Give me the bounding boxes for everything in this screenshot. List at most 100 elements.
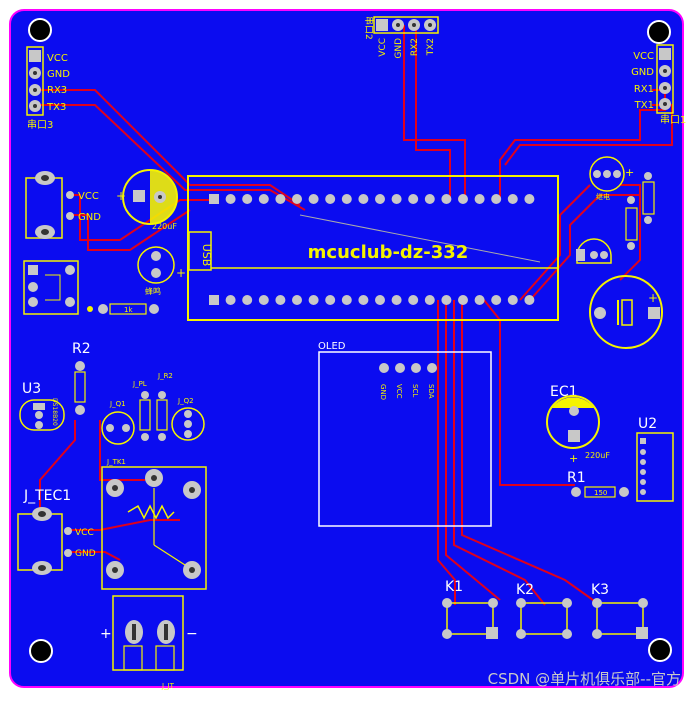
r2-resistor: [74, 361, 86, 415]
u3-sensor: [19, 399, 65, 431]
oled-pin-gnd: GND: [379, 384, 387, 400]
uart3-name: 串口3: [27, 119, 53, 131]
ec1-value: 220uF: [585, 451, 610, 460]
mcu-pin-row-bottom: [209, 295, 535, 305]
uart2-pin-vcc: VCC: [378, 38, 388, 57]
transistor-right: +: [589, 156, 655, 250]
svg-text:+: +: [100, 626, 112, 642]
uart3-pin-tx3: TX3: [46, 102, 66, 113]
j-q2-label: J_Q2: [177, 397, 194, 405]
capacitor-220uf-left: +: [116, 169, 178, 225]
module-pin: [325, 295, 336, 305]
module-pin: [275, 295, 286, 305]
resistor-1k: [87, 303, 159, 315]
svg-text:+: +: [176, 266, 186, 280]
watermark: CSDN @单片机俱乐部--官方: [487, 670, 681, 688]
board-title: mcuclub-dz-332: [308, 242, 469, 263]
uart3-pin-vcc: VCC: [47, 53, 68, 64]
r1-value: 150: [594, 489, 607, 497]
j-q1-label: J_Q1: [109, 400, 126, 408]
k1-label: K1: [445, 579, 463, 595]
module-pin: [408, 194, 419, 204]
uart3-pin-gnd: GND: [47, 69, 70, 80]
module-pin: [341, 194, 352, 204]
module-pin: [225, 295, 236, 305]
regulator-right: [576, 238, 612, 264]
module-pin: [258, 295, 269, 305]
module-pin: [441, 295, 452, 305]
uart3-pin-rx3: RX3: [47, 85, 67, 96]
module-pin: [275, 194, 286, 204]
oled-pin-vcc: VCC: [395, 384, 403, 399]
module-pin: [292, 295, 302, 305]
uart2-pin-rx2: RX2: [410, 38, 420, 56]
module-pin: [491, 194, 502, 204]
uart2-pin-tx2: TX2: [426, 38, 436, 56]
module-pin: [341, 295, 352, 305]
module-pin: [507, 194, 518, 204]
module-pin: [524, 194, 535, 204]
res-1k-label: 1k: [124, 306, 133, 314]
uart1-header: [656, 44, 674, 114]
module-pin: [242, 295, 253, 305]
cap-left-value: 220uF: [152, 222, 177, 231]
svg-text:+: +: [625, 166, 634, 179]
power-left-gnd: GND: [78, 212, 101, 223]
power-jack-left: [25, 171, 74, 239]
key-k3: [592, 598, 648, 639]
svg-text:+: +: [116, 189, 126, 203]
j-pl-label: J_PL: [132, 380, 147, 388]
uart1-pin-tx1: TX1: [634, 100, 654, 111]
module-pin: [408, 295, 419, 305]
mcu-module: [187, 175, 559, 321]
module-pin: [258, 194, 269, 204]
oled-module: [318, 351, 492, 527]
j-tk1-module: [101, 466, 207, 590]
oled-pin-sda: SDA: [427, 384, 435, 399]
module-pin: [391, 295, 402, 305]
key-k1: [442, 598, 498, 639]
r2-label: R2: [72, 341, 91, 357]
module-pin: [375, 194, 385, 204]
usb-label: USB: [200, 244, 213, 267]
buzzer-label: 蜂鸣: [145, 286, 161, 296]
module-pin: [358, 295, 369, 305]
terminal-block: + −: [100, 595, 198, 671]
j-r2-label: J_R2: [157, 372, 173, 380]
module-pin: [225, 194, 236, 204]
pcb-board: [9, 9, 684, 688]
tec-power-jack: [17, 507, 72, 575]
j-tk1-label: J_TK1: [106, 458, 126, 466]
uart1-pin-rx1: RX1: [634, 84, 654, 95]
ec1-capacitor: +: [546, 395, 600, 465]
module-pin: [209, 295, 219, 305]
u3-label: U3: [22, 381, 41, 397]
module-pin: [325, 194, 336, 204]
module-pin: [424, 295, 435, 305]
usb-connector: [188, 231, 212, 271]
u2-module: [636, 432, 674, 502]
uart1-name: 串口1: [660, 114, 686, 126]
svg-text:+: +: [569, 452, 578, 465]
module-pin: [474, 295, 485, 305]
module-pin: [491, 295, 502, 305]
module-pin: [524, 295, 535, 305]
oled-label: OLED: [318, 341, 346, 352]
j-jt-label: J_JT: [161, 682, 175, 690]
relay-label: 继电: [596, 192, 610, 201]
module-pin: [308, 295, 319, 305]
uart1-pin-gnd: GND: [631, 67, 654, 78]
u3-part: DS18B20: [51, 398, 58, 426]
k3-label: K3: [591, 582, 609, 598]
capacitor-large-right: +: [589, 275, 663, 349]
key-k2: [516, 598, 572, 639]
module-pin: [308, 194, 319, 204]
r1-resistor: [571, 486, 629, 498]
svg-text:+: +: [648, 291, 658, 305]
module-pin: [507, 295, 518, 305]
transistor-cluster: [101, 391, 205, 445]
relay: [23, 260, 79, 315]
module-pin: [209, 194, 219, 204]
